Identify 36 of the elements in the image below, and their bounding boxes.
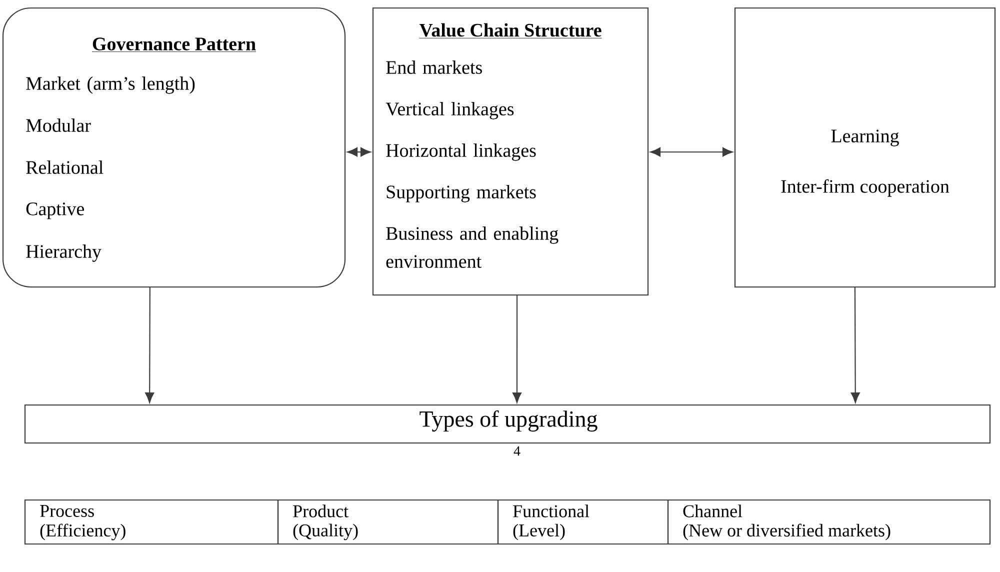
arrow [145,288,154,403]
banner-box [24,404,991,444]
text-box [372,7,649,296]
list-item: Captive [26,202,84,220]
table-cell [24,499,279,545]
table-cell [497,499,669,545]
text: Inter-firm cooperation [781,179,950,197]
list-item: Hierarchy [26,244,102,262]
arrow [850,288,860,403]
arrow [347,147,371,157]
text-box [734,7,996,288]
heading: Types of upgrading [420,410,598,432]
list-item: Business and enabling environment [386,226,558,268]
list-item: Supporting markets [386,185,536,202]
cell-text: (Level) [513,524,565,540]
cell-text: Channel [683,504,742,518]
list-item: Market (arm’s length) [26,76,195,94]
list-item: Relational [26,160,104,174]
cell-text: Process [40,505,94,517]
cell-text: (Quality) [293,524,358,540]
arrow [650,147,733,157]
list-item: Vertical linkages [386,102,514,120]
heading: Value Chain Structure [419,23,602,38]
table-cell [667,499,991,545]
cell-text: (Efficiency) [40,524,126,540]
cell-text: Functional [513,504,590,518]
rounded-text-box [2,7,346,288]
list-item: End markets [386,60,482,74]
table-cell [277,499,499,545]
cell-text: Product [293,504,348,518]
cell-text: (New or diversified markets) [683,524,890,540]
arrow [512,296,522,403]
text: Learning [831,130,899,146]
heading: Governance Pattern [92,38,256,52]
list-item: Modular [26,118,91,132]
list-item: Horizontal linkages [386,144,536,161]
